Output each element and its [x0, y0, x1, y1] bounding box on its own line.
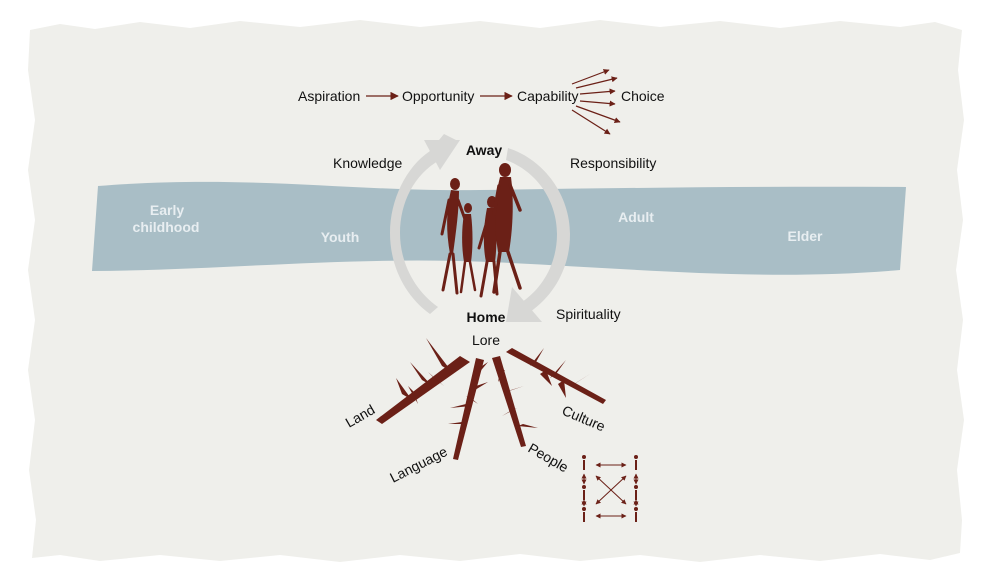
stage-elder: Elder	[787, 228, 823, 244]
kinship-network-icon	[581, 455, 639, 522]
cycle-arrow-left	[390, 134, 458, 314]
choice-arrow-5	[575, 105, 621, 123]
cycle-arrowhead-right	[506, 287, 542, 322]
lore-label: Lore	[472, 332, 500, 348]
choice-arrow-1	[571, 69, 610, 85]
cycle-arrows	[390, 134, 570, 322]
root-language	[453, 358, 484, 460]
spirituality-label: Spirituality	[556, 306, 621, 322]
kinship-figures	[582, 455, 638, 522]
cycle-arrowhead-left	[424, 140, 460, 170]
responsibility-label: Responsibility	[570, 155, 656, 171]
pathway-aspiration: Aspiration	[298, 88, 360, 104]
root-people	[492, 356, 526, 447]
stage-adult: Adult	[618, 209, 654, 225]
root-land	[376, 356, 470, 424]
choice-arrow-3	[579, 88, 616, 95]
pathway-opportunity: Opportunity	[402, 88, 474, 104]
choice-arrow-4	[579, 100, 616, 107]
stage-early-line1: Early	[150, 202, 184, 218]
family-figures-icon	[440, 163, 522, 298]
cycle-arrow-right	[506, 148, 570, 312]
pathway-capability: Capability	[517, 88, 578, 104]
stage-youth: Youth	[321, 229, 360, 245]
knowledge-label: Knowledge	[333, 155, 402, 171]
pathway-choice: Choice	[621, 88, 665, 104]
choice-arrow-6	[571, 109, 611, 135]
cycle-away-label: Away	[466, 142, 503, 158]
cycle-home-label: Home	[467, 309, 506, 325]
stage-early-line2: childhood	[133, 219, 200, 235]
choice-arrow-2	[575, 76, 618, 89]
root-culture	[506, 348, 606, 404]
pathway-arrows	[366, 69, 621, 135]
root-branches-icon	[376, 338, 606, 460]
